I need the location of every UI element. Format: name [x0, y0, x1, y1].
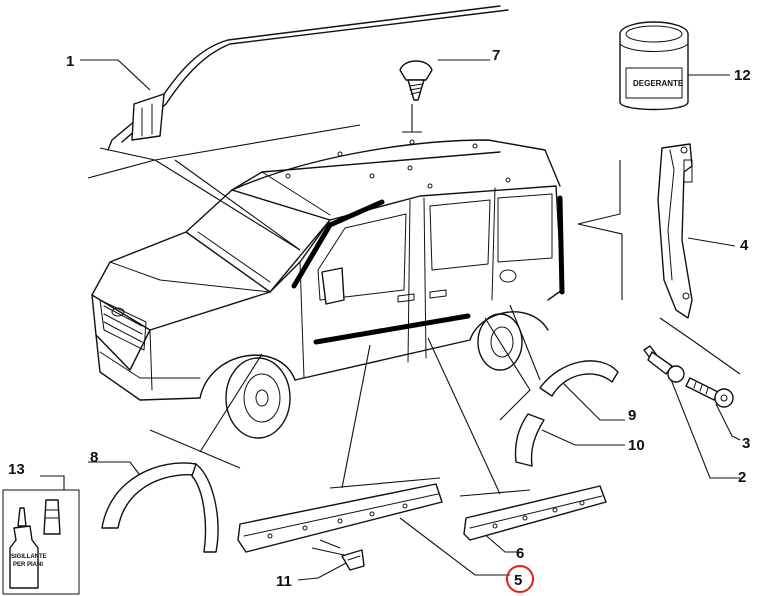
part-5-side-sill-molding	[237, 483, 443, 553]
part-6-rear-sill-molding	[463, 485, 607, 541]
callout-5[interactable]: 5	[514, 572, 522, 589]
bottle-label-line2: PER PIANI	[13, 562, 43, 568]
jar-label: DEGERANTE	[633, 79, 684, 88]
callout-9[interactable]: 9	[628, 407, 636, 424]
part-7-screw	[399, 60, 433, 101]
callout-12[interactable]: 12	[734, 67, 751, 84]
leader-lines	[40, 59, 741, 581]
part-12-degreaser-jar	[619, 21, 689, 111]
callout-13[interactable]: 13	[8, 461, 25, 478]
callout-7[interactable]: 7	[492, 47, 500, 64]
part-3-bolt	[685, 377, 734, 408]
part-1-roof-rail-molding	[107, 5, 509, 151]
callout-6[interactable]: 6	[516, 545, 524, 562]
callout-8[interactable]: 8	[90, 449, 98, 466]
part-13-sealant-kit	[2, 489, 80, 595]
callout-10[interactable]: 10	[628, 437, 645, 454]
part-10-rear-arch-molding-lower	[514, 413, 545, 467]
part-8-front-arch-molding	[101, 462, 219, 553]
callout-11[interactable]: 11	[276, 573, 292, 590]
part-2-stud	[643, 345, 685, 383]
part-11-clip	[341, 549, 365, 571]
part-4-pillar-trim	[657, 143, 693, 319]
callout-3[interactable]: 3	[742, 435, 750, 452]
bottle-label-line1: SIGILLANTE	[11, 554, 47, 560]
callout-4[interactable]: 4	[740, 237, 749, 254]
callout-1[interactable]: 1	[66, 53, 74, 70]
van-illustration	[91, 139, 565, 439]
callout-2[interactable]: 2	[738, 469, 746, 486]
highlight-circle	[506, 565, 534, 593]
part-9-rear-arch-molding-upper	[539, 360, 619, 397]
